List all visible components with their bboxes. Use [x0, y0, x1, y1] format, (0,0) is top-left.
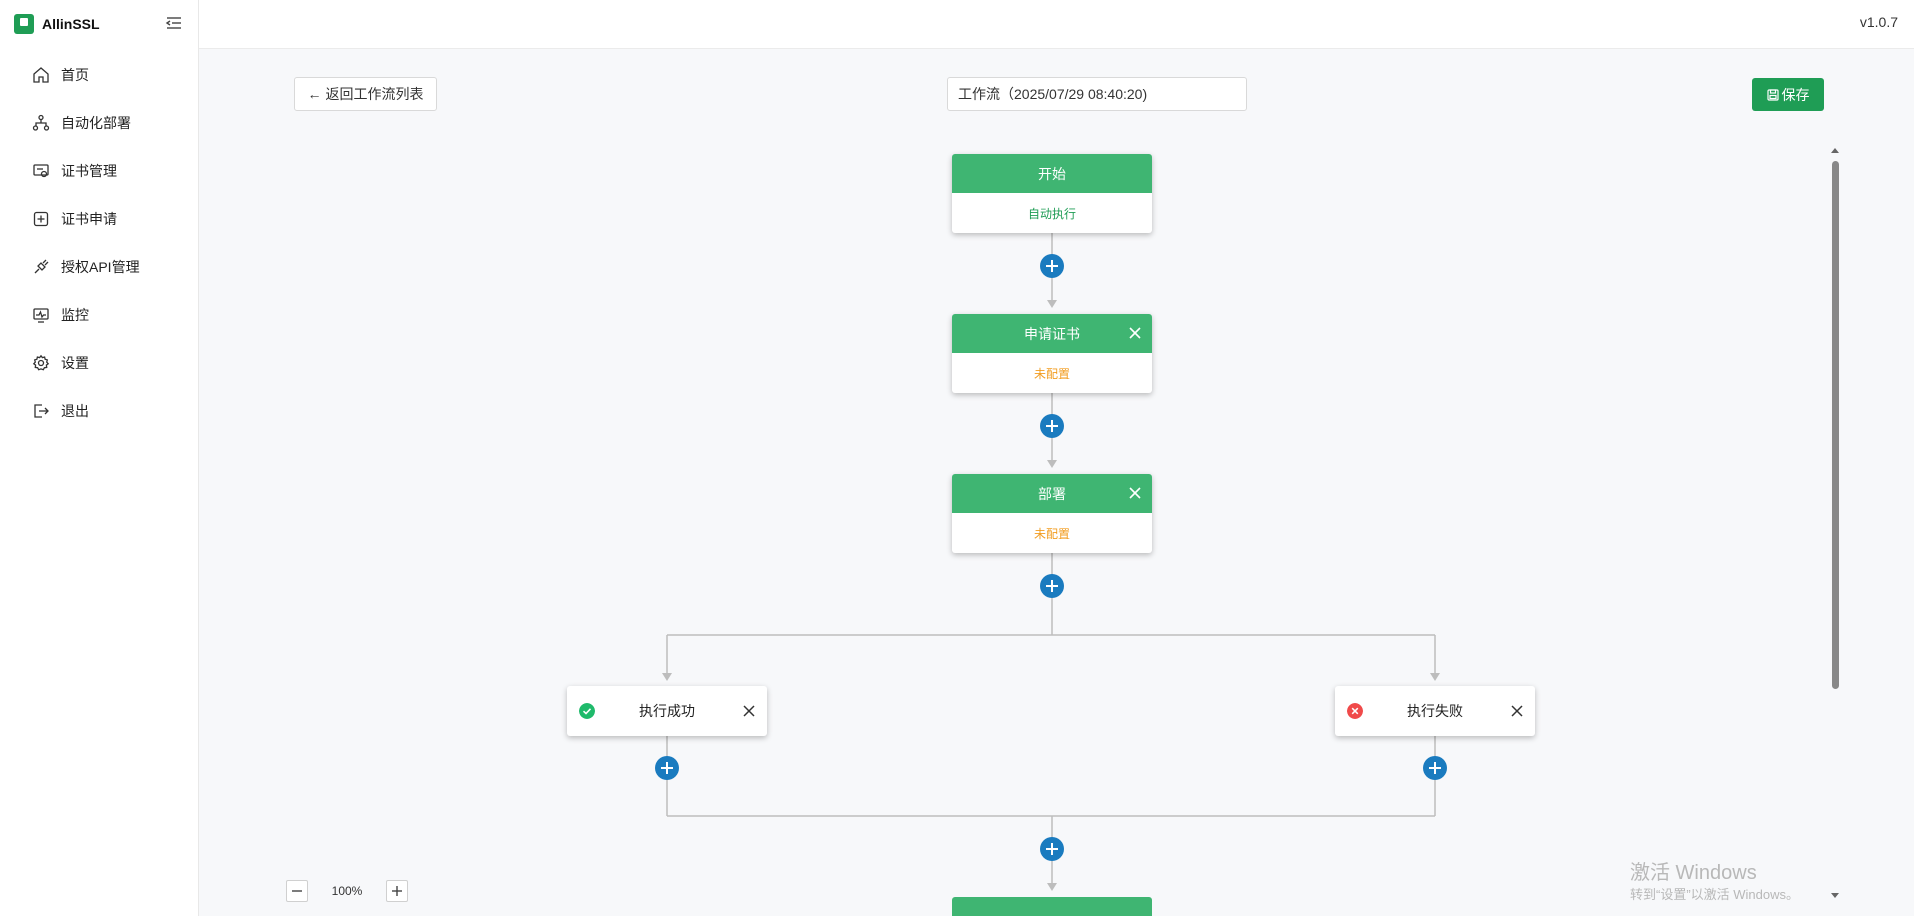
- scroll-up-arrow-icon[interactable]: [1831, 148, 1839, 153]
- close-icon[interactable]: [1128, 486, 1142, 500]
- flow-node-deploy[interactable]: 部署 未配置: [952, 474, 1152, 553]
- branch-success[interactable]: 执行成功: [567, 686, 767, 736]
- plus-icon: [392, 886, 402, 896]
- save-icon: [1766, 88, 1779, 101]
- windows-activation-title: 激活 Windows: [1630, 862, 1757, 884]
- add-node-button[interactable]: [1040, 574, 1064, 598]
- branch-failure[interactable]: 执行失败: [1335, 686, 1535, 736]
- node-status: 未配置: [1033, 366, 1070, 381]
- node-title: 开始: [952, 154, 1152, 193]
- arrow-left-icon: ←: [307, 86, 322, 102]
- vertical-scrollbar-thumb[interactable]: [1832, 161, 1839, 689]
- save-button[interactable]: 保存: [1752, 78, 1824, 111]
- brand: AllinSSL: [0, 0, 198, 48]
- branch-label: 执行成功: [639, 703, 695, 719]
- sidebar-item-label: 自动化部署: [61, 115, 131, 131]
- sidebar-item-api-management[interactable]: 授权API管理: [0, 243, 198, 291]
- plus-icon: [661, 762, 673, 774]
- add-node-button[interactable]: [655, 756, 679, 780]
- sidebar-item-settings[interactable]: 设置: [0, 339, 198, 387]
- sidebar-item-label: 首页: [61, 67, 89, 83]
- sidebar-item-label: 证书管理: [61, 163, 117, 179]
- collapse-sidebar-icon[interactable]: [165, 15, 183, 31]
- sidebar-nav: 首页 自动化部署 证书管理 证书申请 授权API管理 监控 设置 退出: [0, 51, 198, 435]
- api-plug-icon: [34, 259, 49, 274]
- sidebar-item-cert-management[interactable]: 证书管理: [0, 147, 198, 195]
- save-button-label: 保存: [1781, 86, 1810, 103]
- certificate-icon: [33, 164, 49, 178]
- flow-node-start[interactable]: 开始 自动执行: [952, 154, 1152, 233]
- top-bar: v1.0.7: [199, 0, 1914, 49]
- sidebar-item-label: 退出: [61, 403, 89, 419]
- windows-activation-subtitle: 转到“设置”以激活 Windows。: [1630, 887, 1800, 902]
- flow-node-next[interactable]: [952, 897, 1152, 916]
- minus-icon: [292, 890, 302, 892]
- back-to-workflow-list-button[interactable]: ← 返回工作流列表: [294, 77, 437, 111]
- sidebar-item-monitor[interactable]: 监控: [0, 291, 198, 339]
- sidebar-item-automation[interactable]: 自动化部署: [0, 99, 198, 147]
- add-node-button[interactable]: [1040, 254, 1064, 278]
- scroll-down-arrow-icon[interactable]: [1831, 893, 1839, 898]
- node-header: 部署: [952, 474, 1152, 513]
- home-icon: [33, 67, 49, 83]
- zoom-in-button[interactable]: [386, 880, 408, 902]
- sidebar: AllinSSL 首页 自动化部署 证书管理 证书申请 授权API管理 监控: [0, 0, 199, 916]
- sidebar-item-label: 证书申请: [61, 211, 117, 227]
- node-status: 自动执行: [1027, 206, 1076, 221]
- add-node-button[interactable]: [1040, 837, 1064, 861]
- sidebar-item-label: 监控: [61, 307, 89, 323]
- plus-icon: [1429, 762, 1441, 774]
- close-icon[interactable]: [742, 704, 756, 718]
- add-square-icon: [33, 211, 49, 227]
- plus-icon: [1046, 420, 1058, 432]
- node-title: 部署: [1038, 485, 1066, 502]
- failure-x-icon: [1347, 703, 1363, 719]
- monitor-icon: [33, 308, 49, 323]
- sidebar-item-home[interactable]: 首页: [0, 51, 198, 99]
- plus-icon: [1046, 260, 1058, 272]
- app-logo-icon: [14, 14, 34, 34]
- flow-node-apply-cert[interactable]: 申请证书 未配置: [952, 314, 1152, 393]
- close-icon[interactable]: [1128, 326, 1142, 340]
- sidebar-item-label: 授权API管理: [61, 259, 140, 275]
- node-header: 申请证书: [952, 314, 1152, 353]
- plus-icon: [1046, 843, 1058, 855]
- sidebar-item-cert-apply[interactable]: 证书申请: [0, 195, 198, 243]
- node-title: 申请证书: [1024, 325, 1080, 342]
- zoom-level: 100%: [331, 884, 363, 898]
- node-status: 未配置: [1033, 526, 1070, 541]
- sidebar-item-logout[interactable]: 退出: [0, 387, 198, 435]
- back-button-label: 返回工作流列表: [325, 86, 424, 102]
- logout-icon: [34, 404, 49, 418]
- workflow-canvas[interactable]: 开始 自动执行 申请证书 未配置 部署 未配置 执行成功 执行失败: [199, 140, 1829, 916]
- gear-icon: [32, 354, 50, 371]
- workflow-icon: [32, 114, 50, 131]
- workflow-name-input[interactable]: 工作流（2025/07/29 08:40:20): [947, 77, 1247, 111]
- success-check-icon: [579, 703, 595, 719]
- app-name: AllinSSL: [42, 16, 100, 32]
- sidebar-item-label: 设置: [61, 355, 89, 371]
- version-label: v1.0.7: [1859, 14, 1898, 30]
- add-node-button[interactable]: [1040, 414, 1064, 438]
- add-node-button[interactable]: [1423, 756, 1447, 780]
- close-icon[interactable]: [1510, 704, 1524, 718]
- plus-icon: [1046, 580, 1058, 592]
- branch-label: 执行失败: [1407, 703, 1463, 719]
- zoom-out-button[interactable]: [286, 880, 308, 902]
